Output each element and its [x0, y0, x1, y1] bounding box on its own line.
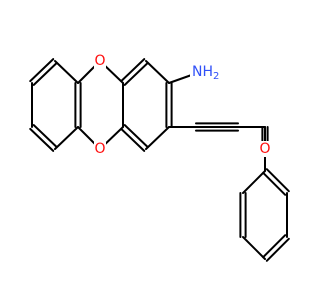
atom-o2-text: O [94, 141, 105, 157]
bond-b6-b1-b [262, 171, 287, 196]
bond-layer [29, 58, 290, 262]
atom-o1-text: O [94, 53, 105, 69]
bond-l2-l3-b [32, 124, 58, 149]
bond-r4-m2-a [123, 124, 149, 149]
bond-r3-r4 [145, 126, 170, 150]
bond-r4-m2-b [120, 127, 146, 152]
bond-b1-b2 [242, 170, 266, 194]
atom-n-label: NH [192, 64, 213, 80]
bond-b4-b5-a [265, 237, 290, 262]
bond-l5-l6 [54, 60, 79, 84]
bond-r1-r2 [145, 60, 170, 84]
atom-o3-text: O [259, 141, 270, 157]
atom-label-o2-lower-carbonyl: O [94, 141, 106, 157]
bond-l6-l1-a [29, 58, 55, 83]
atom-label-o1-upper-carbonyl: O [94, 53, 106, 69]
bond-m1-r1-a [123, 61, 149, 86]
atom-n-subscript: 2 [213, 71, 219, 82]
bond-b4-b5-b [262, 234, 287, 259]
bond-b6-b1-a [265, 168, 290, 193]
bond-l2-l3-a [29, 127, 55, 152]
bond-b3-b4 [242, 236, 266, 260]
bond-l3-l4 [54, 126, 79, 150]
bond-l6-l1-b [32, 61, 58, 86]
molecule-structure-diagram: O O O NH2 [29, 53, 290, 262]
atom-label-o3-ketone: O [259, 141, 271, 157]
bond-m1-r1-b [120, 58, 146, 83]
atom-label-amino-group: NH2 [190, 63, 219, 82]
atom-n-text: NH2 [192, 64, 219, 82]
